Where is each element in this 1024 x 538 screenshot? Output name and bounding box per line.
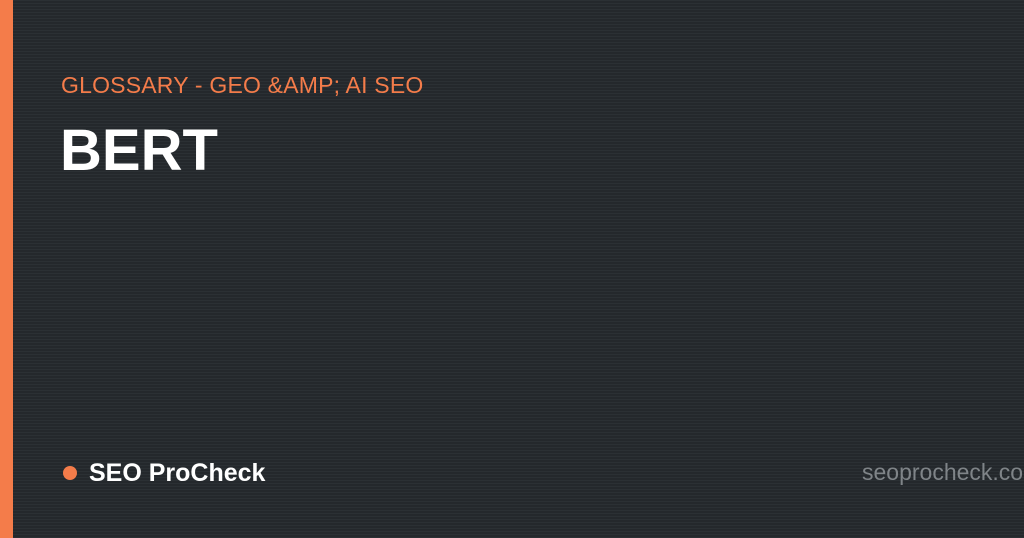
brand: SEO ProCheck: [63, 456, 265, 490]
domain-text: seoprocheck.co: [862, 459, 1024, 485]
brand-name: SEO ProCheck: [89, 458, 266, 487]
brand-dot-icon: [63, 466, 77, 480]
page-title: BERT: [60, 118, 218, 183]
category-label: GLOSSARY - GEO &AMP; AI SEO: [61, 72, 424, 98]
accent-bar: [0, 0, 13, 538]
